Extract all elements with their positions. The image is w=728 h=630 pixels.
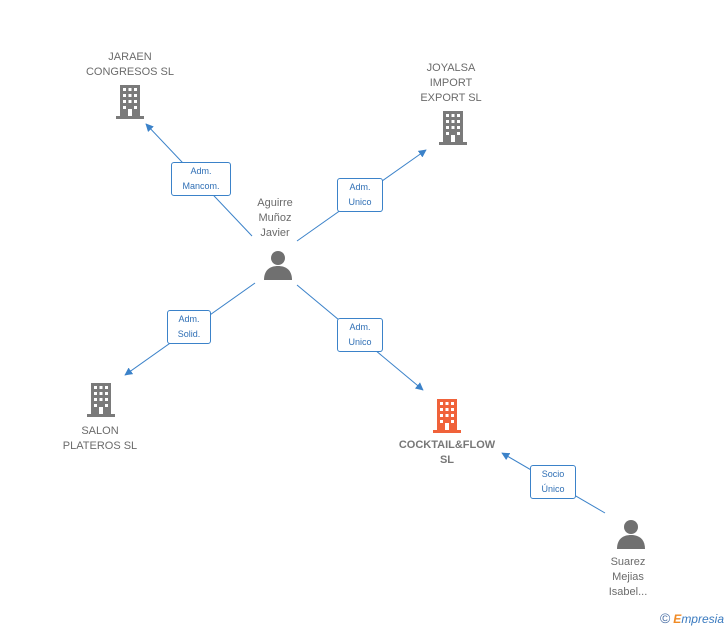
brand-watermark: ©Empresia [660,610,724,626]
edge-label-adm-unico-cocktail: Adm. Unico [337,318,383,352]
node-label-salon[interactable]: SALON PLATEROS SL [62,425,138,452]
person-icon[interactable] [616,519,646,549]
building-focus-icon[interactable] [431,399,463,433]
node-label-cocktail[interactable]: COCKTAIL&FLOW SL [398,439,496,466]
building-icon[interactable] [85,383,117,417]
building-icon[interactable] [437,111,469,145]
edge-label-adm-mancom: Adm. Mancom. [171,162,231,196]
node-label-joyalsa[interactable]: JOYALSA IMPORT EXPORT SL [420,62,482,104]
brand-logo-name: mpresia [681,612,724,626]
node-label-aguirre[interactable]: Aguirre Muñoz Javier [257,197,293,239]
edge-label-adm-unico-joyalsa: Adm. Unico [337,178,383,212]
building-icon[interactable] [114,85,146,119]
person-icon[interactable] [263,250,293,280]
edge-label-adm-solid: Adm. Solid. [167,310,211,344]
copyright-symbol: © [659,610,671,626]
edge-label-socio-unico: Socio Único [530,465,576,499]
node-label-jaraen[interactable]: JARAEN CONGRESOS SL [85,51,175,78]
node-label-suarez[interactable]: Suarez Mejias Isabel... [608,556,648,598]
brand-logo-initial: E [673,612,682,626]
